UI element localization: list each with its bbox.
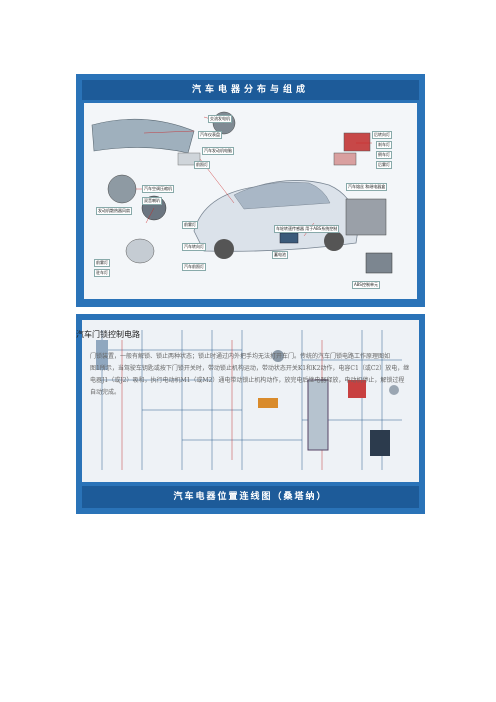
label-ac-compressor: 汽车空调压缩机 (142, 185, 174, 193)
body-paragraph: 门锁装置，一般有解锁、锁止两种状态；锁止时通过内外把手均无法打开车门。传统的汽车… (90, 351, 420, 399)
label-front-fog: 前雾灯 (94, 259, 110, 267)
figure-canvas: 交流发电机 汽车仪表盘 汽车发动机电脑 前照灯 汽车空调压缩机 发动机散热器风扇… (84, 103, 417, 299)
figure-title: 汽车电器分布与组成 (82, 80, 419, 100)
label-parking-lamp: 驻车灯 (94, 269, 110, 277)
paragraph-line: 自动完成。 (90, 389, 121, 396)
label-rear-turn: 后转向灯 (372, 131, 392, 139)
label-alternator: 交流发电机 (208, 115, 232, 123)
label-fuse-box: 汽车熔丝 和继电器盒 (346, 183, 388, 191)
wiring-diagram-figure: 汽车电器位置连线图（桑塔纳） (76, 314, 425, 514)
wiring-title: 汽车电器位置连线图（桑塔纳） (82, 486, 419, 508)
label-front-headlight: 汽车前照灯 (182, 263, 206, 271)
label-battery: 蓄电池 (272, 251, 288, 259)
label-dashboard: 汽车仪表盘 (198, 131, 222, 139)
section-heading: 汽车门锁控制电路 (76, 330, 140, 339)
label-headlight-top: 前照灯 (194, 161, 210, 169)
label-turn-signal: 汽车转向灯 (182, 243, 206, 251)
label-abs-unit: ABS控制单元 (352, 281, 380, 289)
label-reverse-lamp: 倒车灯 (376, 151, 392, 159)
label-brake-lamp: 刹车灯 (376, 141, 392, 149)
car-electrics-distribution-figure: 汽车电器分布与组成 (76, 74, 425, 307)
label-radiator-fan: 发动机散热器风扇 (96, 207, 132, 215)
paragraph-line: 电器J1（或J2）吸和，执行电动机M1（或M2）通电带动锁止机构动作，放完电后继… (90, 377, 405, 384)
wiring-canvas (82, 320, 419, 482)
car-illustration (91, 111, 393, 274)
paragraph-line: 门锁装置，一般有解锁、锁止两种状态；锁止时通过内外把手均无法打开车门。传统的汽车… (90, 353, 391, 360)
label-horn: 双音喇叭 (142, 197, 162, 205)
label-wheel-speed-sensor: 车轮转速传感器 用于ABS系统控制 (274, 225, 340, 233)
paragraph-line: 图1所示，当驾驶车钥匙或按下门锁开关时，带动锁止机构运动，带动状态开关K1和K2… (90, 365, 410, 372)
wiring-schematic (96, 330, 402, 470)
label-engine-ecu: 汽车发动机电脑 (202, 147, 234, 155)
label-rear-fog: 后雾灯 (376, 161, 392, 169)
label-fog-lamp: 前雾灯 (182, 221, 198, 229)
